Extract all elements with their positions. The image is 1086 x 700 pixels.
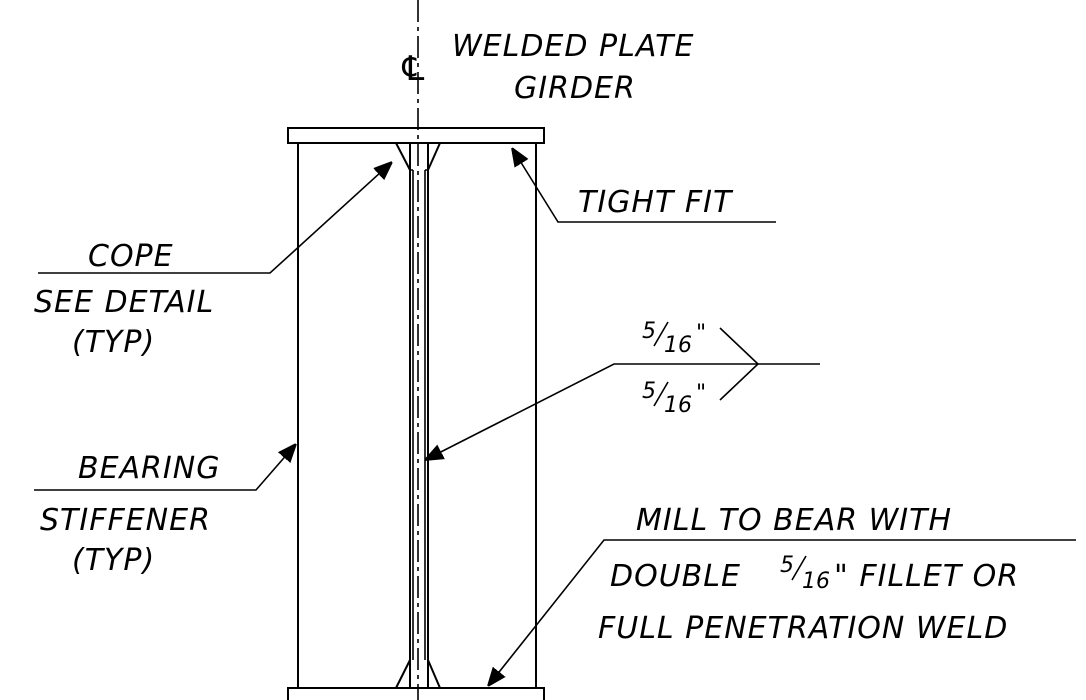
bottom-flange xyxy=(287,687,545,700)
weld-top-num: 5 xyxy=(642,319,656,344)
title-line-2: GIRDER xyxy=(514,71,636,106)
weld-size-top: 5 16 " xyxy=(642,319,706,358)
cope-top-left xyxy=(395,142,411,171)
leader-bearing xyxy=(34,444,296,491)
leader-cope xyxy=(38,162,392,274)
leader-mill xyxy=(488,539,1076,686)
label-mill-line-2a: DOUBLE xyxy=(610,559,741,594)
weld-top-unit: " xyxy=(696,321,706,346)
mill-fraction-den: 16 xyxy=(802,569,830,594)
label-cope: COPE xyxy=(88,239,174,274)
label-mill-line-3: FULL PENETRATION WELD xyxy=(598,611,1008,646)
leader-tight-fit xyxy=(512,148,776,223)
cope-bottom-left xyxy=(395,659,411,689)
label-typ-1: (TYP) xyxy=(72,325,155,360)
label-stiffener: STIFFENER xyxy=(40,503,211,538)
weld-size-bottom: 5 16 " xyxy=(642,379,706,418)
fillet-weld-symbol xyxy=(719,327,760,401)
mill-fraction-num: 5 xyxy=(780,553,794,578)
title-line-1: WELDED PLATE xyxy=(452,29,694,64)
leader-weld-symbol xyxy=(425,363,820,460)
label-see-detail: SEE DETAIL xyxy=(34,285,214,320)
cope-bottom-right xyxy=(427,659,441,689)
label-mill-line-2b: " FILLET OR xyxy=(834,559,1019,594)
weld-bottom-num: 5 xyxy=(642,379,656,404)
weld-top-den: 16 xyxy=(664,333,692,358)
centerline-symbol: ℄ xyxy=(398,49,429,89)
label-tight-fit: TIGHT FIT xyxy=(578,185,734,220)
label-bearing: BEARING xyxy=(78,451,220,486)
mill-fraction: 5 16 xyxy=(780,553,830,594)
top-flange xyxy=(287,127,545,144)
cope-top-right xyxy=(427,142,441,171)
weld-bottom-den: 16 xyxy=(664,393,692,418)
label-mill-line-1: MILL TO BEAR WITH xyxy=(636,503,952,538)
weld-bottom-unit: " xyxy=(696,381,706,406)
label-typ-2: (TYP) xyxy=(72,543,155,578)
